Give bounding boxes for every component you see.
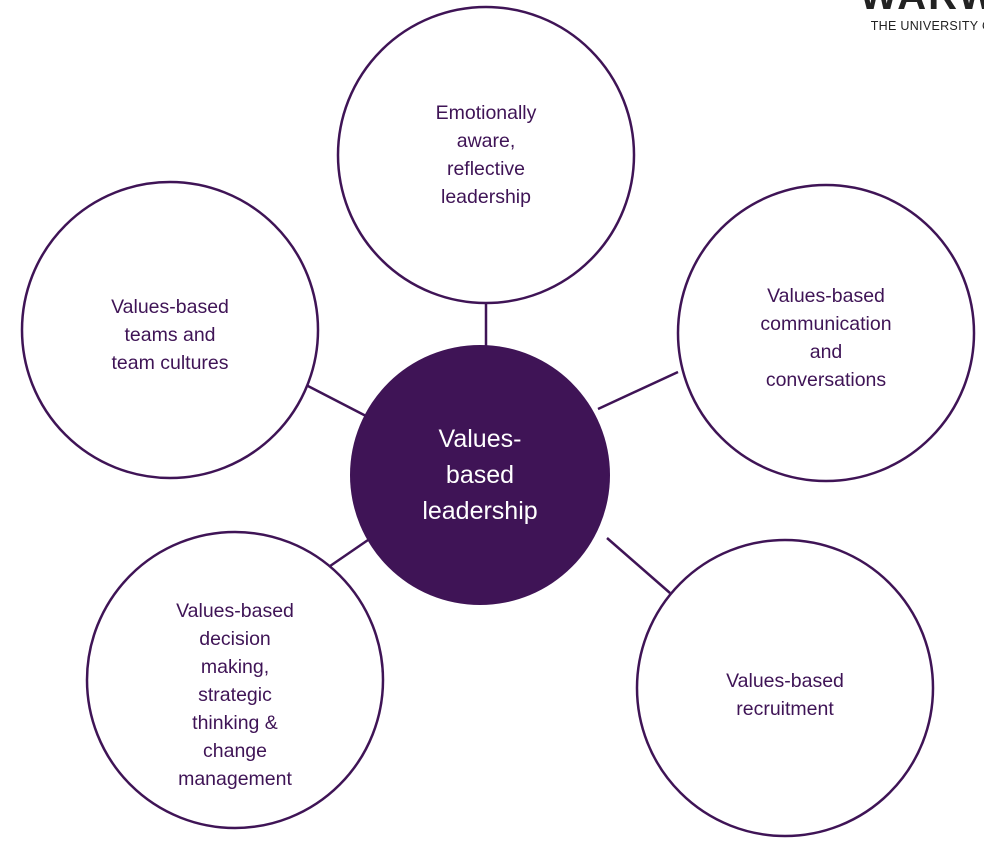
node-label-teams: Values-based teams and team cultures: [111, 296, 229, 374]
node-circle-emotional: [336, 5, 636, 305]
node-circle-communication: [676, 183, 976, 483]
center-node-label: Values- based leadership: [422, 425, 538, 525]
node-label-decision: Values-based decision making, strategic …: [176, 600, 294, 790]
node-label-emotional: Emotionally aware, reflective leadership: [435, 102, 537, 208]
logo-wordmark: WARW: [860, 0, 984, 19]
outer-nodes: [20, 5, 976, 838]
university-logo: WARW THE UNIVERSITY O: [814, 0, 984, 40]
node-circle-teams: [20, 180, 320, 480]
node-label-recruitment: Values-based recruitment: [726, 670, 844, 720]
connectors: [305, 303, 679, 594]
center-node-circle: [350, 345, 610, 605]
connector-recruitment: [606, 537, 671, 594]
connector-teams: [305, 383, 367, 418]
node-label-communication: Values-based communication and conversat…: [760, 285, 892, 391]
connector-communication: [597, 370, 679, 411]
logo-subtitle: THE UNIVERSITY O: [870, 19, 984, 33]
node-circle-recruitment: [635, 538, 935, 838]
node-circle-decision: [85, 530, 385, 830]
